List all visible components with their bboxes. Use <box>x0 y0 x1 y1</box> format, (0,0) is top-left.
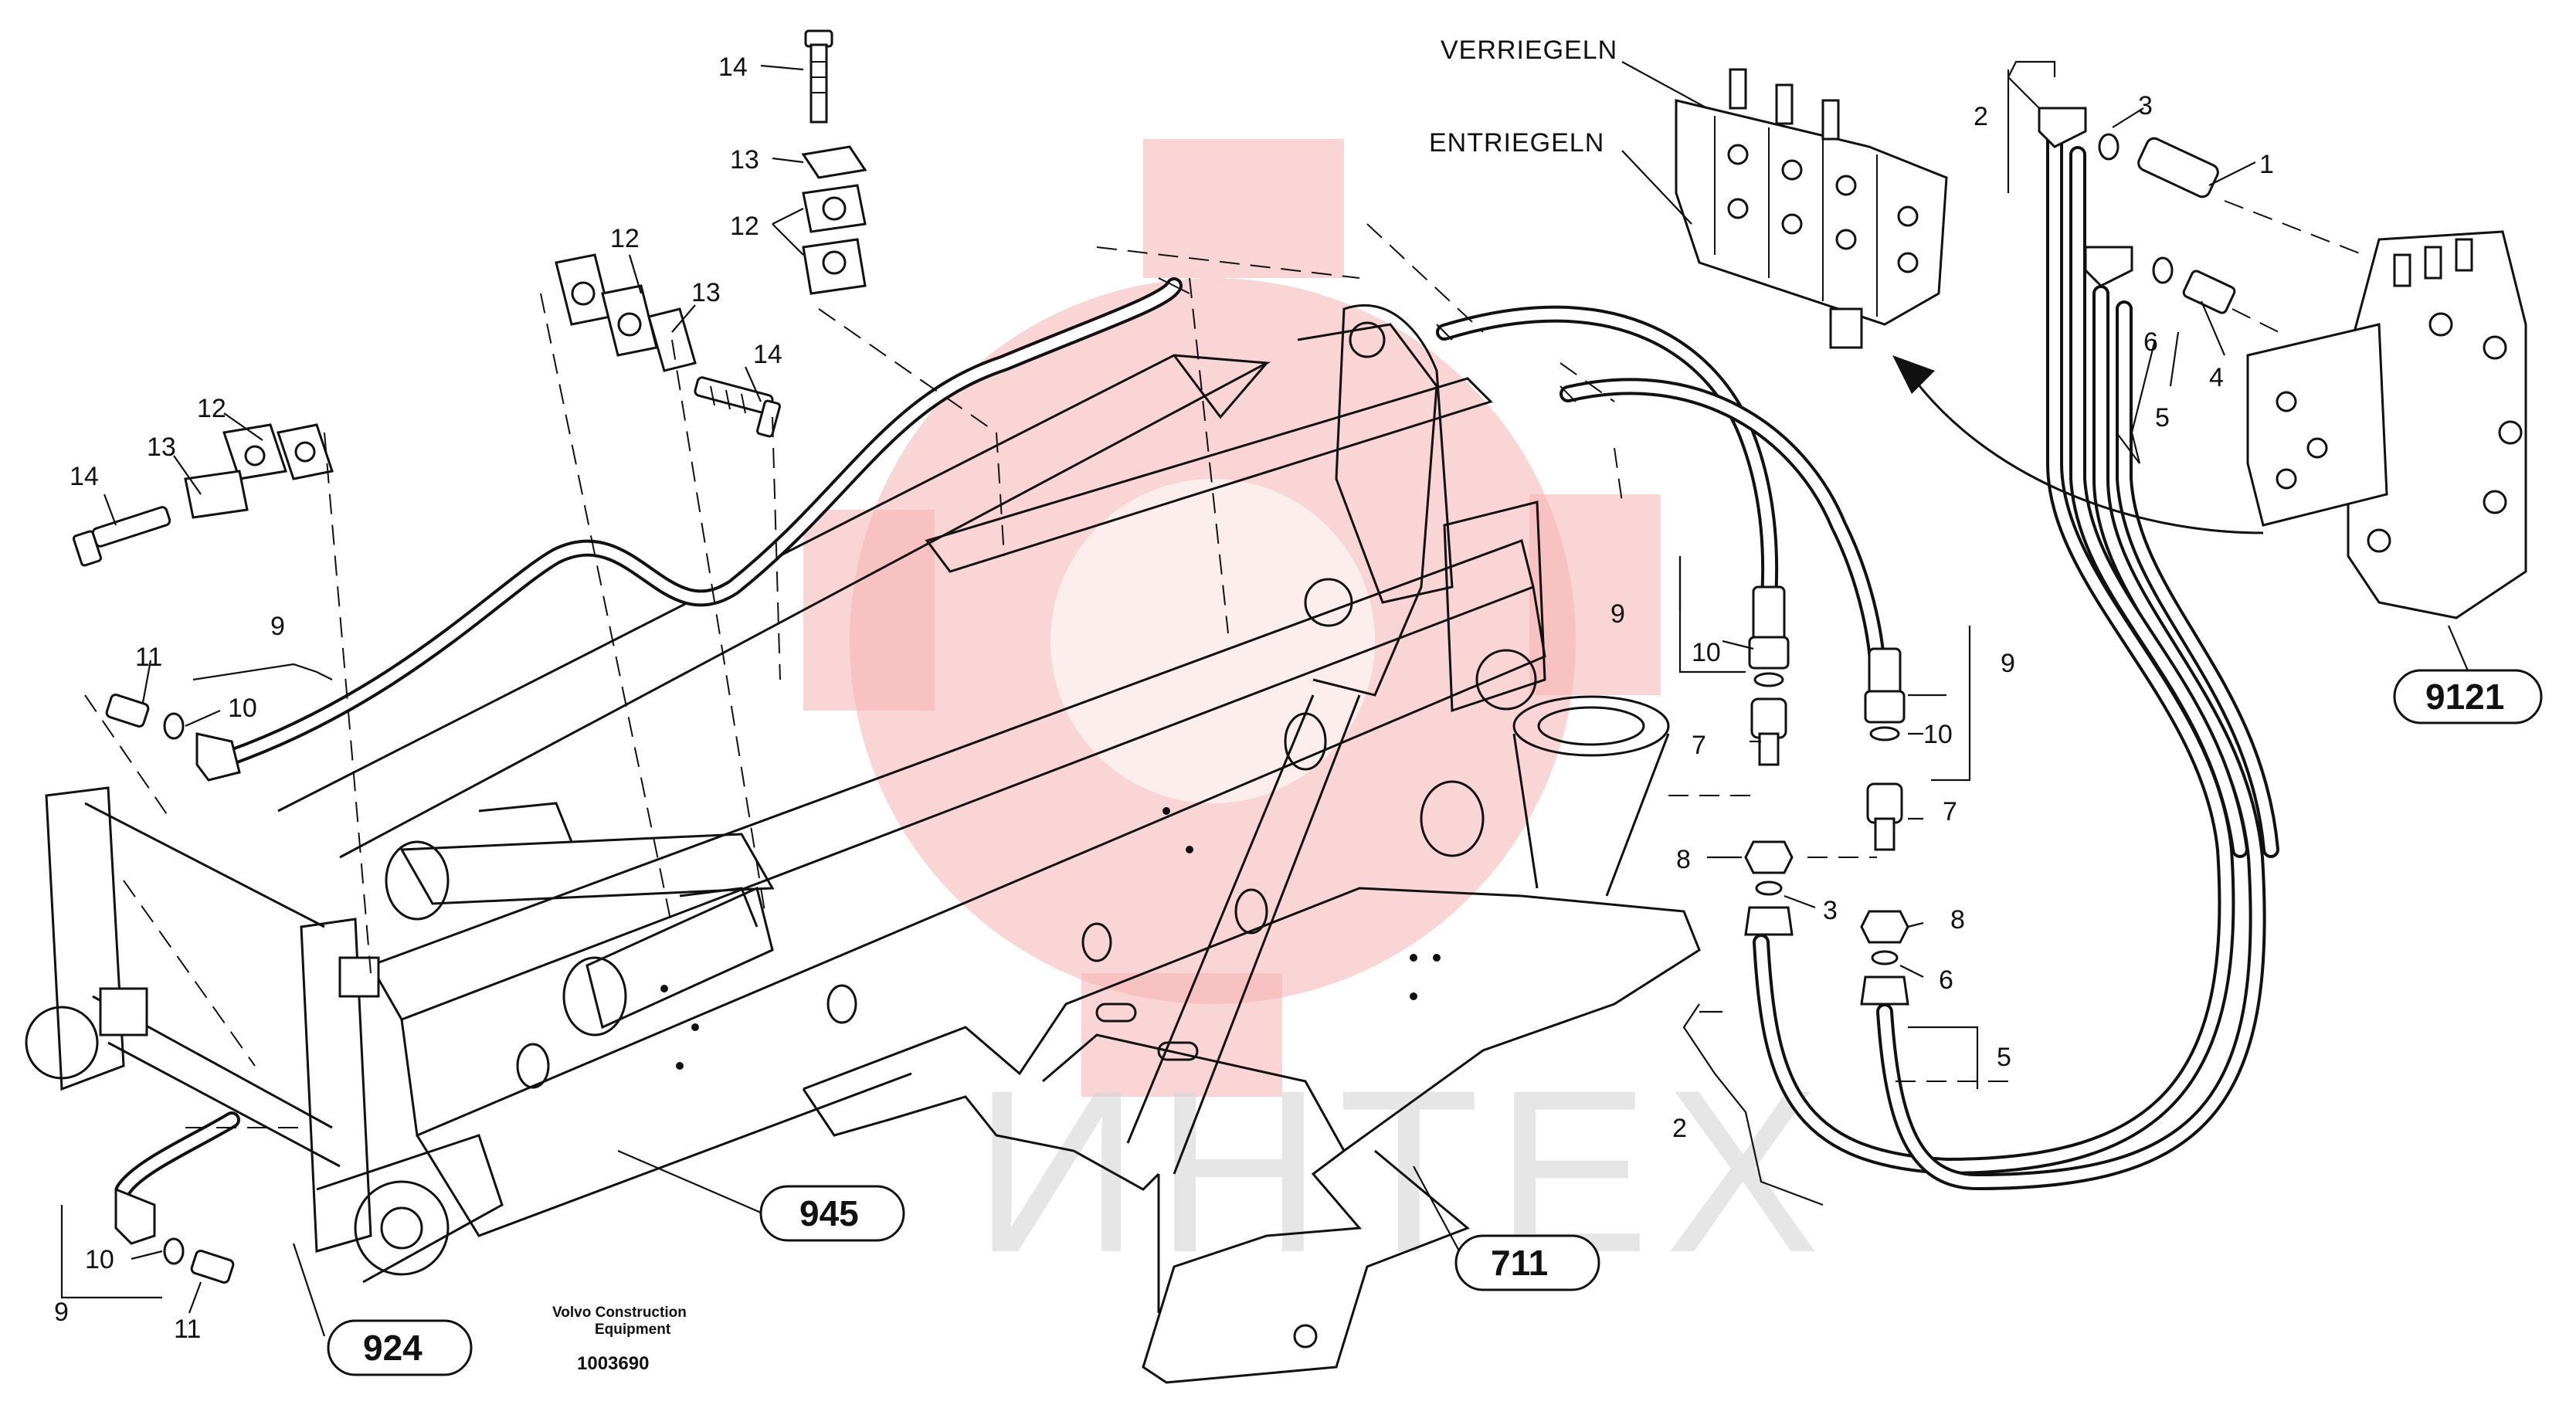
drawing-number: 1003690 <box>577 1353 649 1374</box>
callout-8-right: 8 <box>1950 905 1965 935</box>
callout-10-center: 10 <box>1692 638 1721 667</box>
callout-4: 4 <box>2209 363 2224 392</box>
callout-5-right: 5 <box>1997 1043 2011 1072</box>
callout-6-upper: 6 <box>2143 327 2158 357</box>
callout-9-right: 9 <box>2001 649 2015 678</box>
ref-924: 924 <box>327 1319 473 1376</box>
clamp-group-left <box>72 423 334 567</box>
callout-2-lower: 2 <box>1672 1114 1687 1143</box>
ref-924-label: 924 <box>363 1328 423 1368</box>
callout-14-middle: 14 <box>753 340 782 369</box>
pump-assembly <box>2246 230 2527 619</box>
callout-13-top: 13 <box>730 145 759 175</box>
callout-5-upper: 5 <box>2155 403 2170 433</box>
callout-12-left: 12 <box>197 394 226 423</box>
callout-9-center: 9 <box>1610 599 1625 629</box>
callout-11-left-lower: 11 <box>174 1315 201 1344</box>
maker-line-2: Equipment <box>595 1321 671 1338</box>
assembly-lines <box>84 223 2008 1128</box>
fittings-left-column <box>1744 585 1794 936</box>
leader-lines <box>60 60 2473 1337</box>
hose-9-right-b <box>1560 378 1885 673</box>
left-upper-fittings <box>105 694 241 782</box>
callout-13-middle: 13 <box>691 278 721 307</box>
ref-945-label: 945 <box>799 1193 859 1233</box>
clamp-group-top <box>801 29 867 295</box>
callout-11-left-upper: 11 <box>135 643 162 672</box>
callout-9-left-upper: 9 <box>270 612 285 641</box>
pump-fittings <box>2038 107 2364 333</box>
lift-arm-frame <box>25 304 1701 1384</box>
ref-711: 711 <box>1454 1234 1600 1291</box>
callout-3-upper: 3 <box>2138 91 2153 120</box>
callout-13-left: 13 <box>147 433 176 462</box>
callout-2-upper: 2 <box>1974 102 1988 131</box>
callout-7-right: 7 <box>1943 797 1957 826</box>
watermark-text: ИНТЕХ <box>973 1041 1835 1301</box>
ref-945: 945 <box>759 1185 905 1242</box>
hose-2-and-5 <box>1753 131 2279 1191</box>
callout-7-center: 7 <box>1692 731 1706 760</box>
fittings-right-column <box>1860 647 1909 1006</box>
callout-8-center: 8 <box>1676 845 1691 874</box>
maker-line-1: Volvo Construction <box>552 1305 687 1321</box>
control-valve-block <box>1675 68 1948 349</box>
callout-6-right: 6 <box>1939 965 1953 995</box>
label-entriegeln: ENTRIEGELN <box>1429 128 1604 158</box>
callout-12-top: 12 <box>730 212 759 241</box>
callout-10-left-upper: 10 <box>228 694 257 723</box>
callout-10-left-lower: 10 <box>85 1245 114 1274</box>
watermark-gear <box>803 139 1661 1097</box>
ref-9121-label: 9121 <box>2425 677 2504 717</box>
callout-14-left: 14 <box>70 462 99 491</box>
callout-10-right: 10 <box>1923 720 1953 749</box>
callout-12-middle: 12 <box>610 224 640 253</box>
clamp-group-middle <box>555 253 781 438</box>
callout-3-center: 3 <box>1823 896 1838 925</box>
ref-711-label: 711 <box>1491 1243 1548 1283</box>
ref-9121: 9121 <box>2393 669 2543 724</box>
callout-9-left-lower: 9 <box>54 1298 69 1327</box>
callout-14-top: 14 <box>718 53 748 82</box>
callout-1: 1 <box>2259 150 2274 179</box>
label-verriegeln: VERRIEGELN <box>1441 36 1617 65</box>
hose-9-left <box>223 277 1183 765</box>
